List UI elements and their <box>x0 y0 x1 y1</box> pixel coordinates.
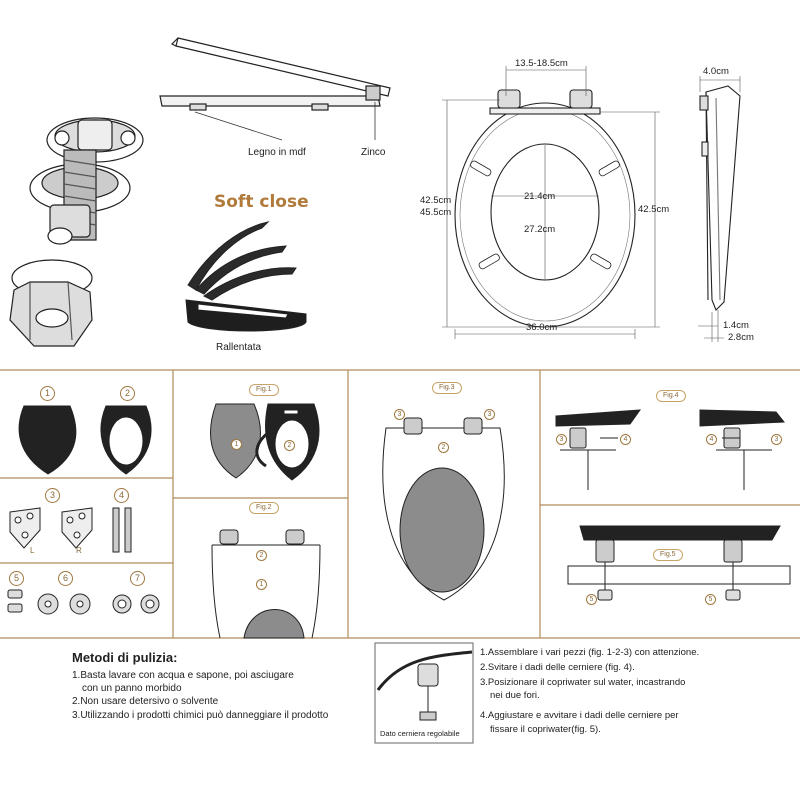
fig4-tag: Fig.4 <box>656 390 686 402</box>
hinge-detail-drawing <box>374 642 474 744</box>
cleaning-title: Metodi di pulizia: <box>72 650 178 665</box>
fig5-drawing <box>567 525 791 601</box>
fig5-callout-5-left: 5 <box>586 594 597 605</box>
hinge-bolt-drawing <box>29 117 144 245</box>
hinge-left-label: L <box>30 546 35 555</box>
cleaning-line-1: 1.Basta lavare con acqua e sapone, poi a… <box>72 670 294 681</box>
part-number-1: 1 <box>40 386 55 401</box>
fig5-callout-5-right: 5 <box>705 594 716 605</box>
dim-height-left-b: 45.5cm <box>420 207 452 218</box>
fig3-callout-2: 2 <box>438 442 449 453</box>
fig4-callout-4-left: 4 <box>620 434 631 445</box>
part-number-7: 7 <box>130 571 145 586</box>
soft-close-drawing <box>185 221 307 332</box>
fig3-tag: Fig.3 <box>432 382 462 394</box>
dim-inner-width: 21.4cm <box>524 191 556 202</box>
step-line-3: 3.Posizionare il copriwater sul water, i… <box>480 677 686 688</box>
part-number-2: 2 <box>120 386 135 401</box>
fig3-drawing <box>382 417 505 601</box>
dim-thick-1: 1.4cm <box>723 320 749 331</box>
fig5-tag: Fig.5 <box>653 549 683 561</box>
soft-close-title: Soft close <box>214 192 309 212</box>
step-line-2: 2.Svitare i dadi delle cerniere (fig. 4)… <box>480 662 635 673</box>
fig1-drawing <box>210 403 320 481</box>
dim-height-left-a: 42.5cm <box>420 195 452 206</box>
fig4-drawing <box>555 409 786 490</box>
soft-close-caption: Rallentata <box>216 342 262 353</box>
fig4-callout-4-right: 4 <box>706 434 717 445</box>
dim-thick-2: 2.8cm <box>728 332 754 343</box>
fig1-callout-2: 2 <box>284 440 295 451</box>
seat-front-drawing <box>442 66 660 339</box>
fig3-callout-3-right: 3 <box>484 409 495 420</box>
fig1-tag: Fig.1 <box>249 384 279 396</box>
assembly-frames <box>0 369 800 639</box>
dim-height-right: 42.5cm <box>638 204 670 215</box>
part-number-5: 5 <box>9 571 24 586</box>
step-line-1: 1.Assemblare i vari pezzi (fig. 1-2-3) c… <box>480 647 700 658</box>
cleaning-line-4: 3.Utilizzando i prodotti chimici può dan… <box>72 710 329 721</box>
step-line-4: nei due fori. <box>490 690 540 701</box>
fig2-tag: Fig.2 <box>249 502 279 514</box>
dim-thickness-top: 4.0cm <box>703 66 729 77</box>
cleaning-line-2: con un panno morbido <box>82 683 182 694</box>
dim-hinge-spacing: 13.5-18.5cm <box>515 58 568 69</box>
dim-width: 36.0cm <box>526 322 558 333</box>
hinge-note: Dato cerniera regolabile <box>380 729 460 738</box>
part-number-3: 3 <box>45 488 60 503</box>
fig2-drawing <box>211 529 321 639</box>
lid-side-drawing <box>159 37 391 141</box>
step-line-6: fissare il copriwater(fig. 5). <box>490 724 601 735</box>
parts-drawings <box>7 405 160 615</box>
part-number-4: 4 <box>114 488 129 503</box>
seat-side-drawing <box>698 76 741 342</box>
cleaning-line-3: 2.Non usare detersivo o solvente <box>72 696 219 707</box>
hinge-right-label: R <box>76 546 82 555</box>
fig2-callout-2: 2 <box>256 550 267 561</box>
hinge-nut-drawing <box>9 259 93 347</box>
fig4-callout-3-right: 3 <box>771 434 782 445</box>
part-number-6: 6 <box>58 571 73 586</box>
fig1-callout-1: 1 <box>231 439 242 450</box>
fig2-callout-1: 1 <box>256 579 267 590</box>
hinge-material-label: Zinco <box>361 147 386 158</box>
fig4-callout-3-left: 3 <box>556 434 567 445</box>
dim-inner-length: 27.2cm <box>524 224 556 235</box>
step-line-5: 4.Aggiustare e avvitare i dadi delle cer… <box>480 710 679 721</box>
material-label: Legno in mdf <box>248 147 306 158</box>
fig3-callout-3-left: 3 <box>394 409 405 420</box>
